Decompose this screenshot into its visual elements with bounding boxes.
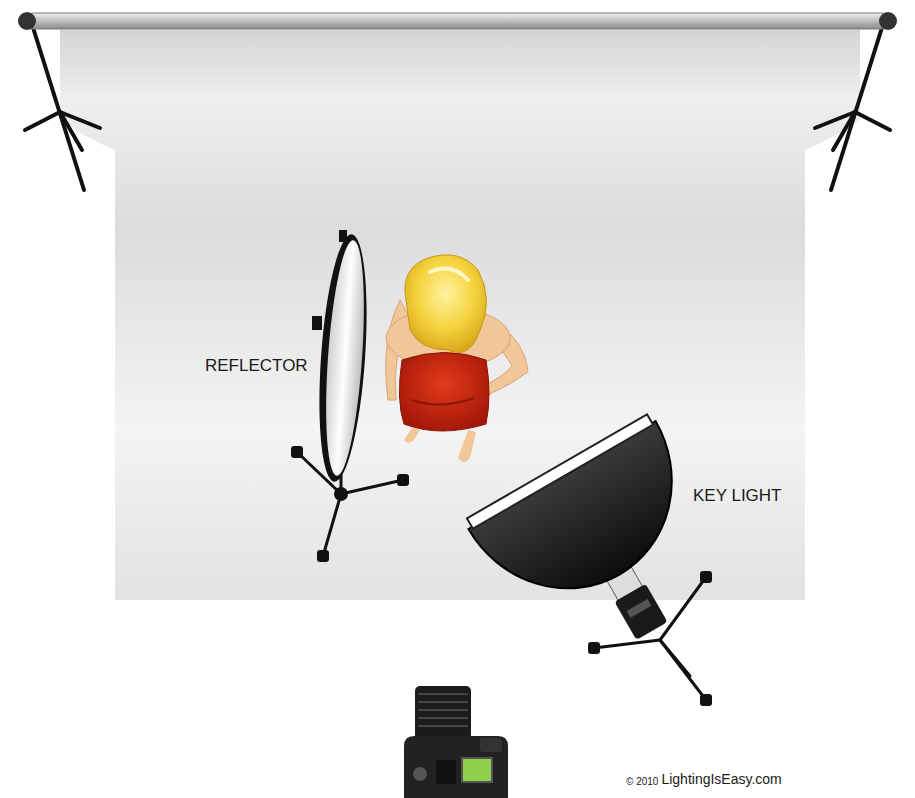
part-label: KEY LIGHT xyxy=(693,487,782,506)
part-label: REFLECTOR xyxy=(205,357,308,376)
copyright-year: © 2010 xyxy=(626,776,658,787)
watermark: LightingIsEasy.com xyxy=(661,772,781,787)
